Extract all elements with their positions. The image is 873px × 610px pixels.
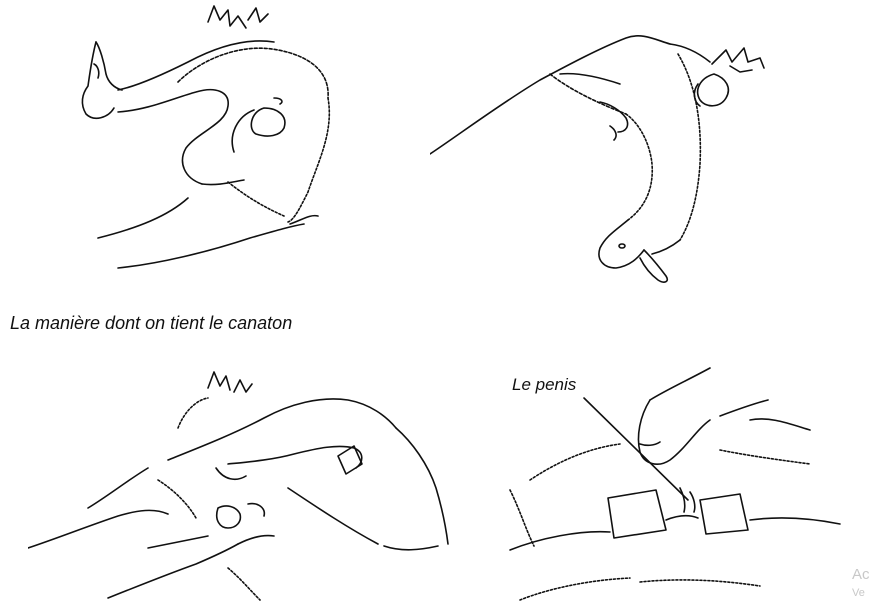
hand-holding-duckling-upside-down-icon [430,14,790,286]
watermark-line2: Ve [852,584,870,603]
hands-sexing-duckling-icon [28,368,458,606]
fingers-exposing-penis-icon [490,360,850,610]
hand-holding-duckling-icon [78,2,360,280]
figure-caption: La manière dont on tient le canaton [10,313,292,334]
watermark-line1: Ac [852,566,870,583]
watermark: Ac Ve [852,565,870,603]
label-pointer-line [584,398,688,500]
